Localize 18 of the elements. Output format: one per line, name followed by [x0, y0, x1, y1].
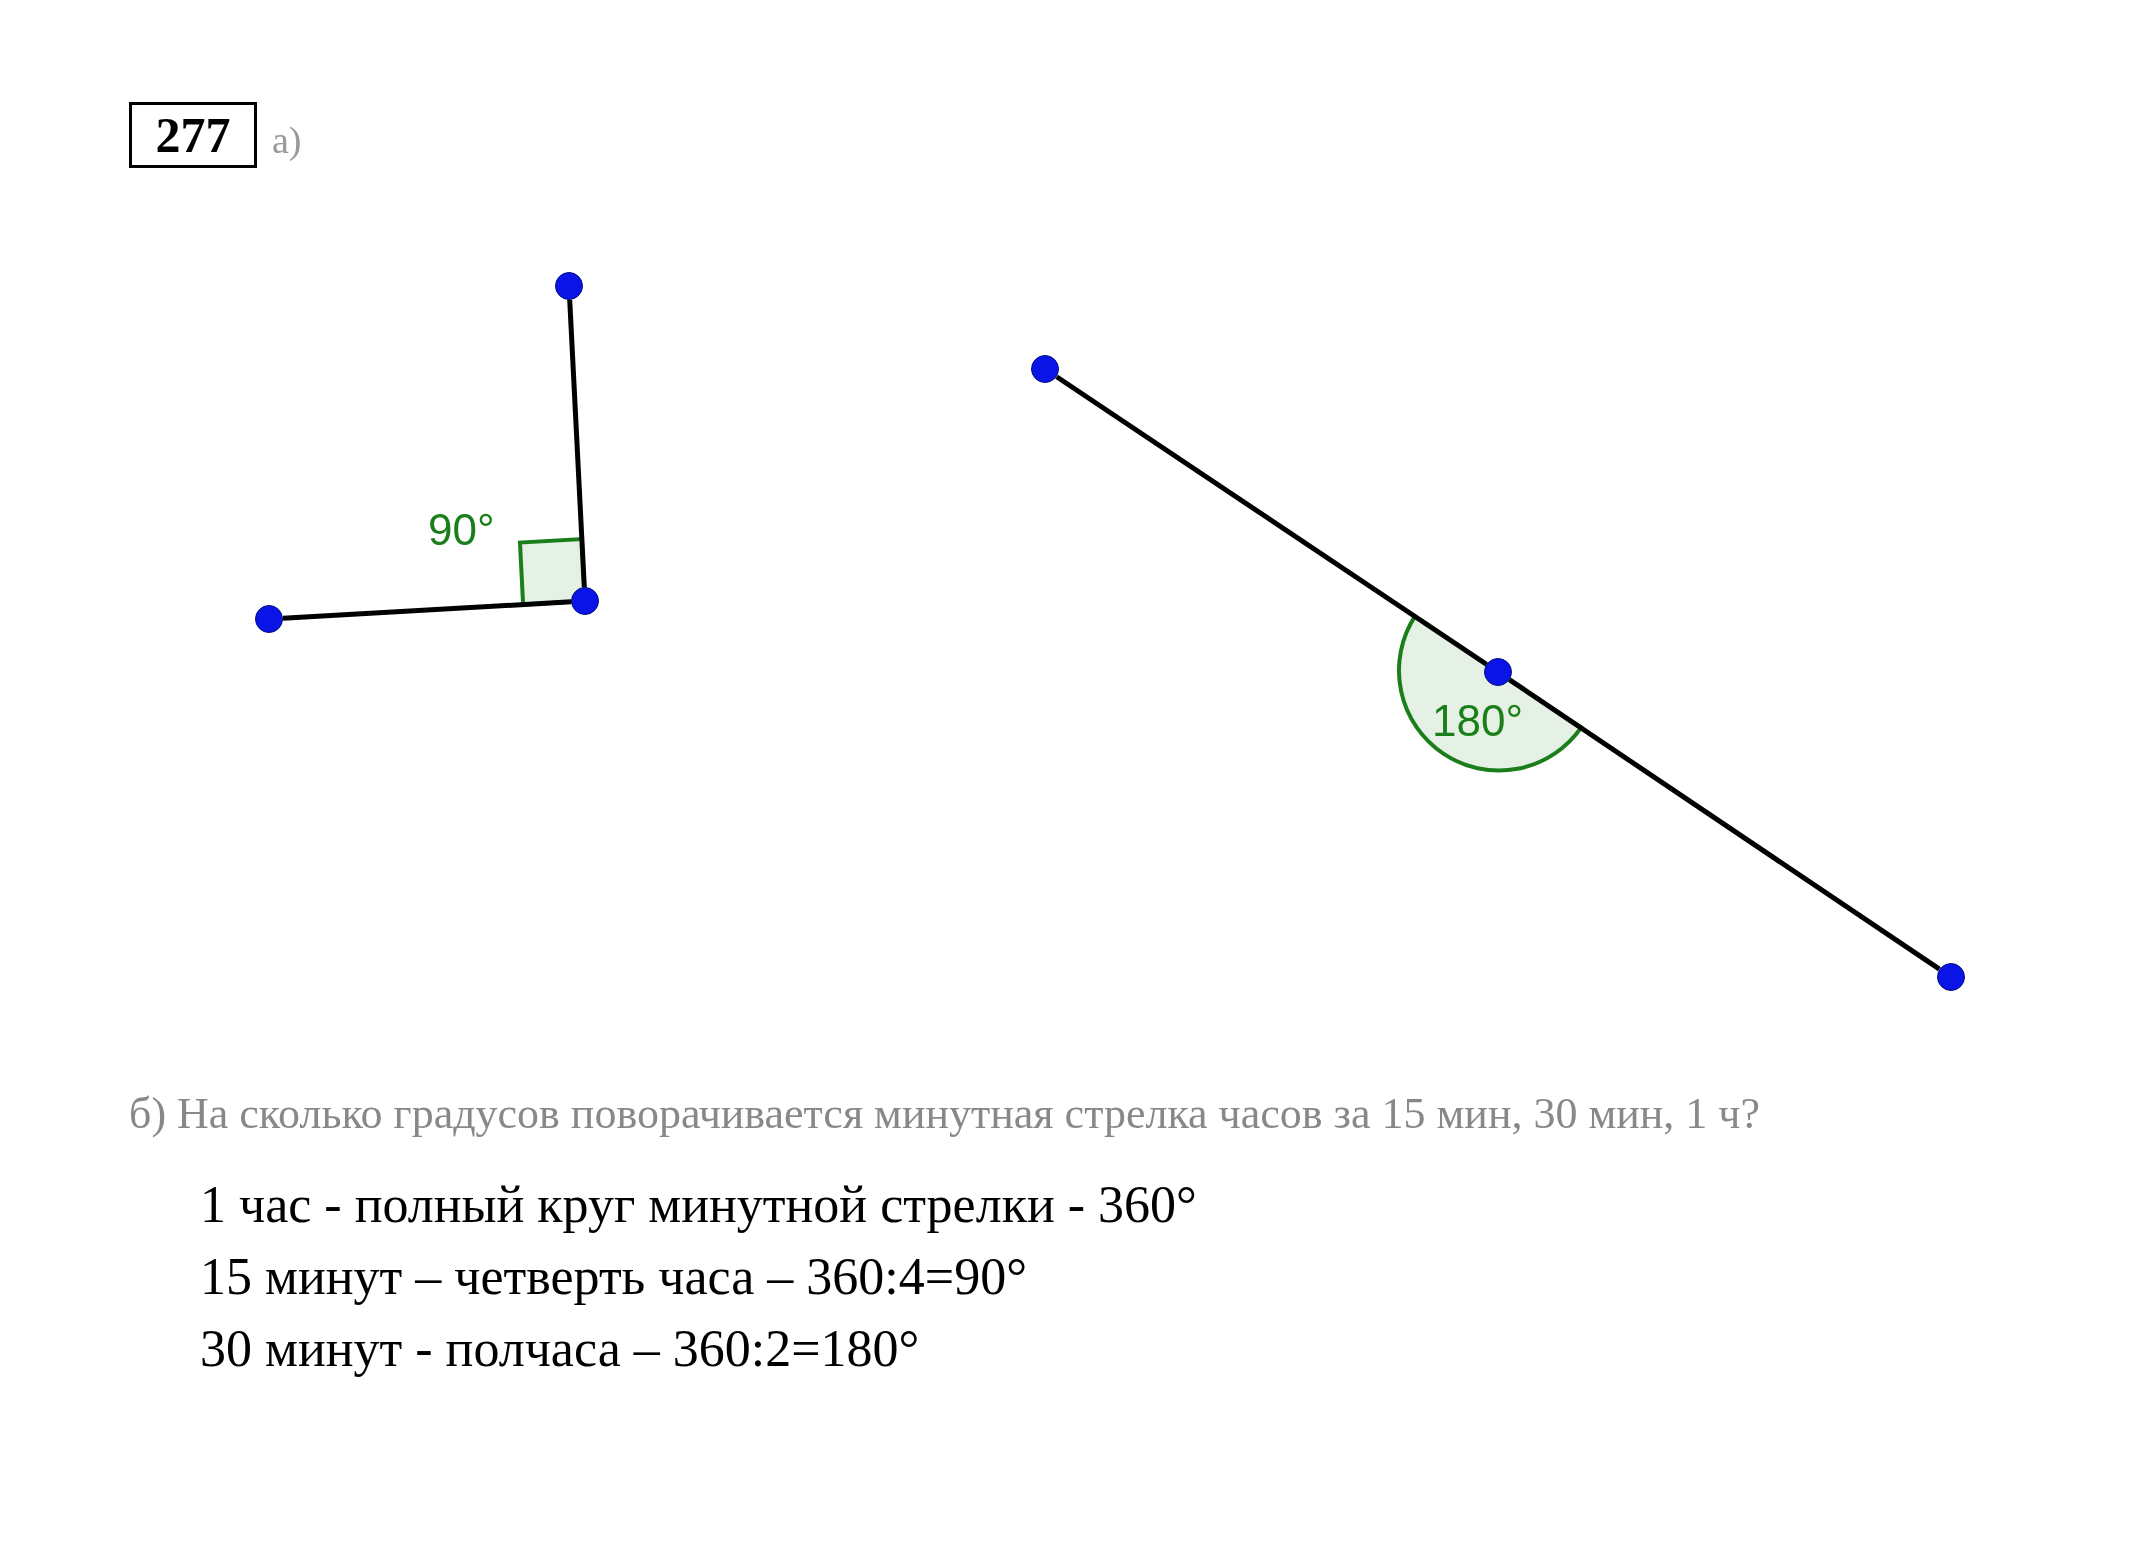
- line-segment: [1055, 374, 1488, 667]
- point-dot: [571, 587, 599, 615]
- point-dot: [1031, 355, 1059, 383]
- point-dot: [555, 272, 583, 300]
- line-segment: [1508, 677, 1941, 972]
- line-segment: [282, 599, 572, 621]
- angle-label: 90°: [428, 505, 495, 555]
- point-dot: [255, 605, 283, 633]
- answer-line: 1 час - полный круг минутной стрелки - 360°: [200, 1175, 1197, 1234]
- exercise-number: 277: [129, 102, 257, 168]
- line-segment: [567, 299, 587, 588]
- angle-label: 180°: [1432, 696, 1523, 746]
- question-text: б) На сколько градусов поворачивается минутная стрелка часов за 15 мин, 30 мин, 1 ч?: [129, 1088, 1761, 1139]
- point-dot: [1937, 963, 1965, 991]
- answer-line: 30 минут - полчаса – 360:2=180°: [200, 1319, 920, 1378]
- part-label: а): [272, 118, 302, 162]
- point-dot: [1484, 658, 1512, 686]
- answer-line: 15 минут – четверть часа – 360:4=90°: [200, 1247, 1027, 1306]
